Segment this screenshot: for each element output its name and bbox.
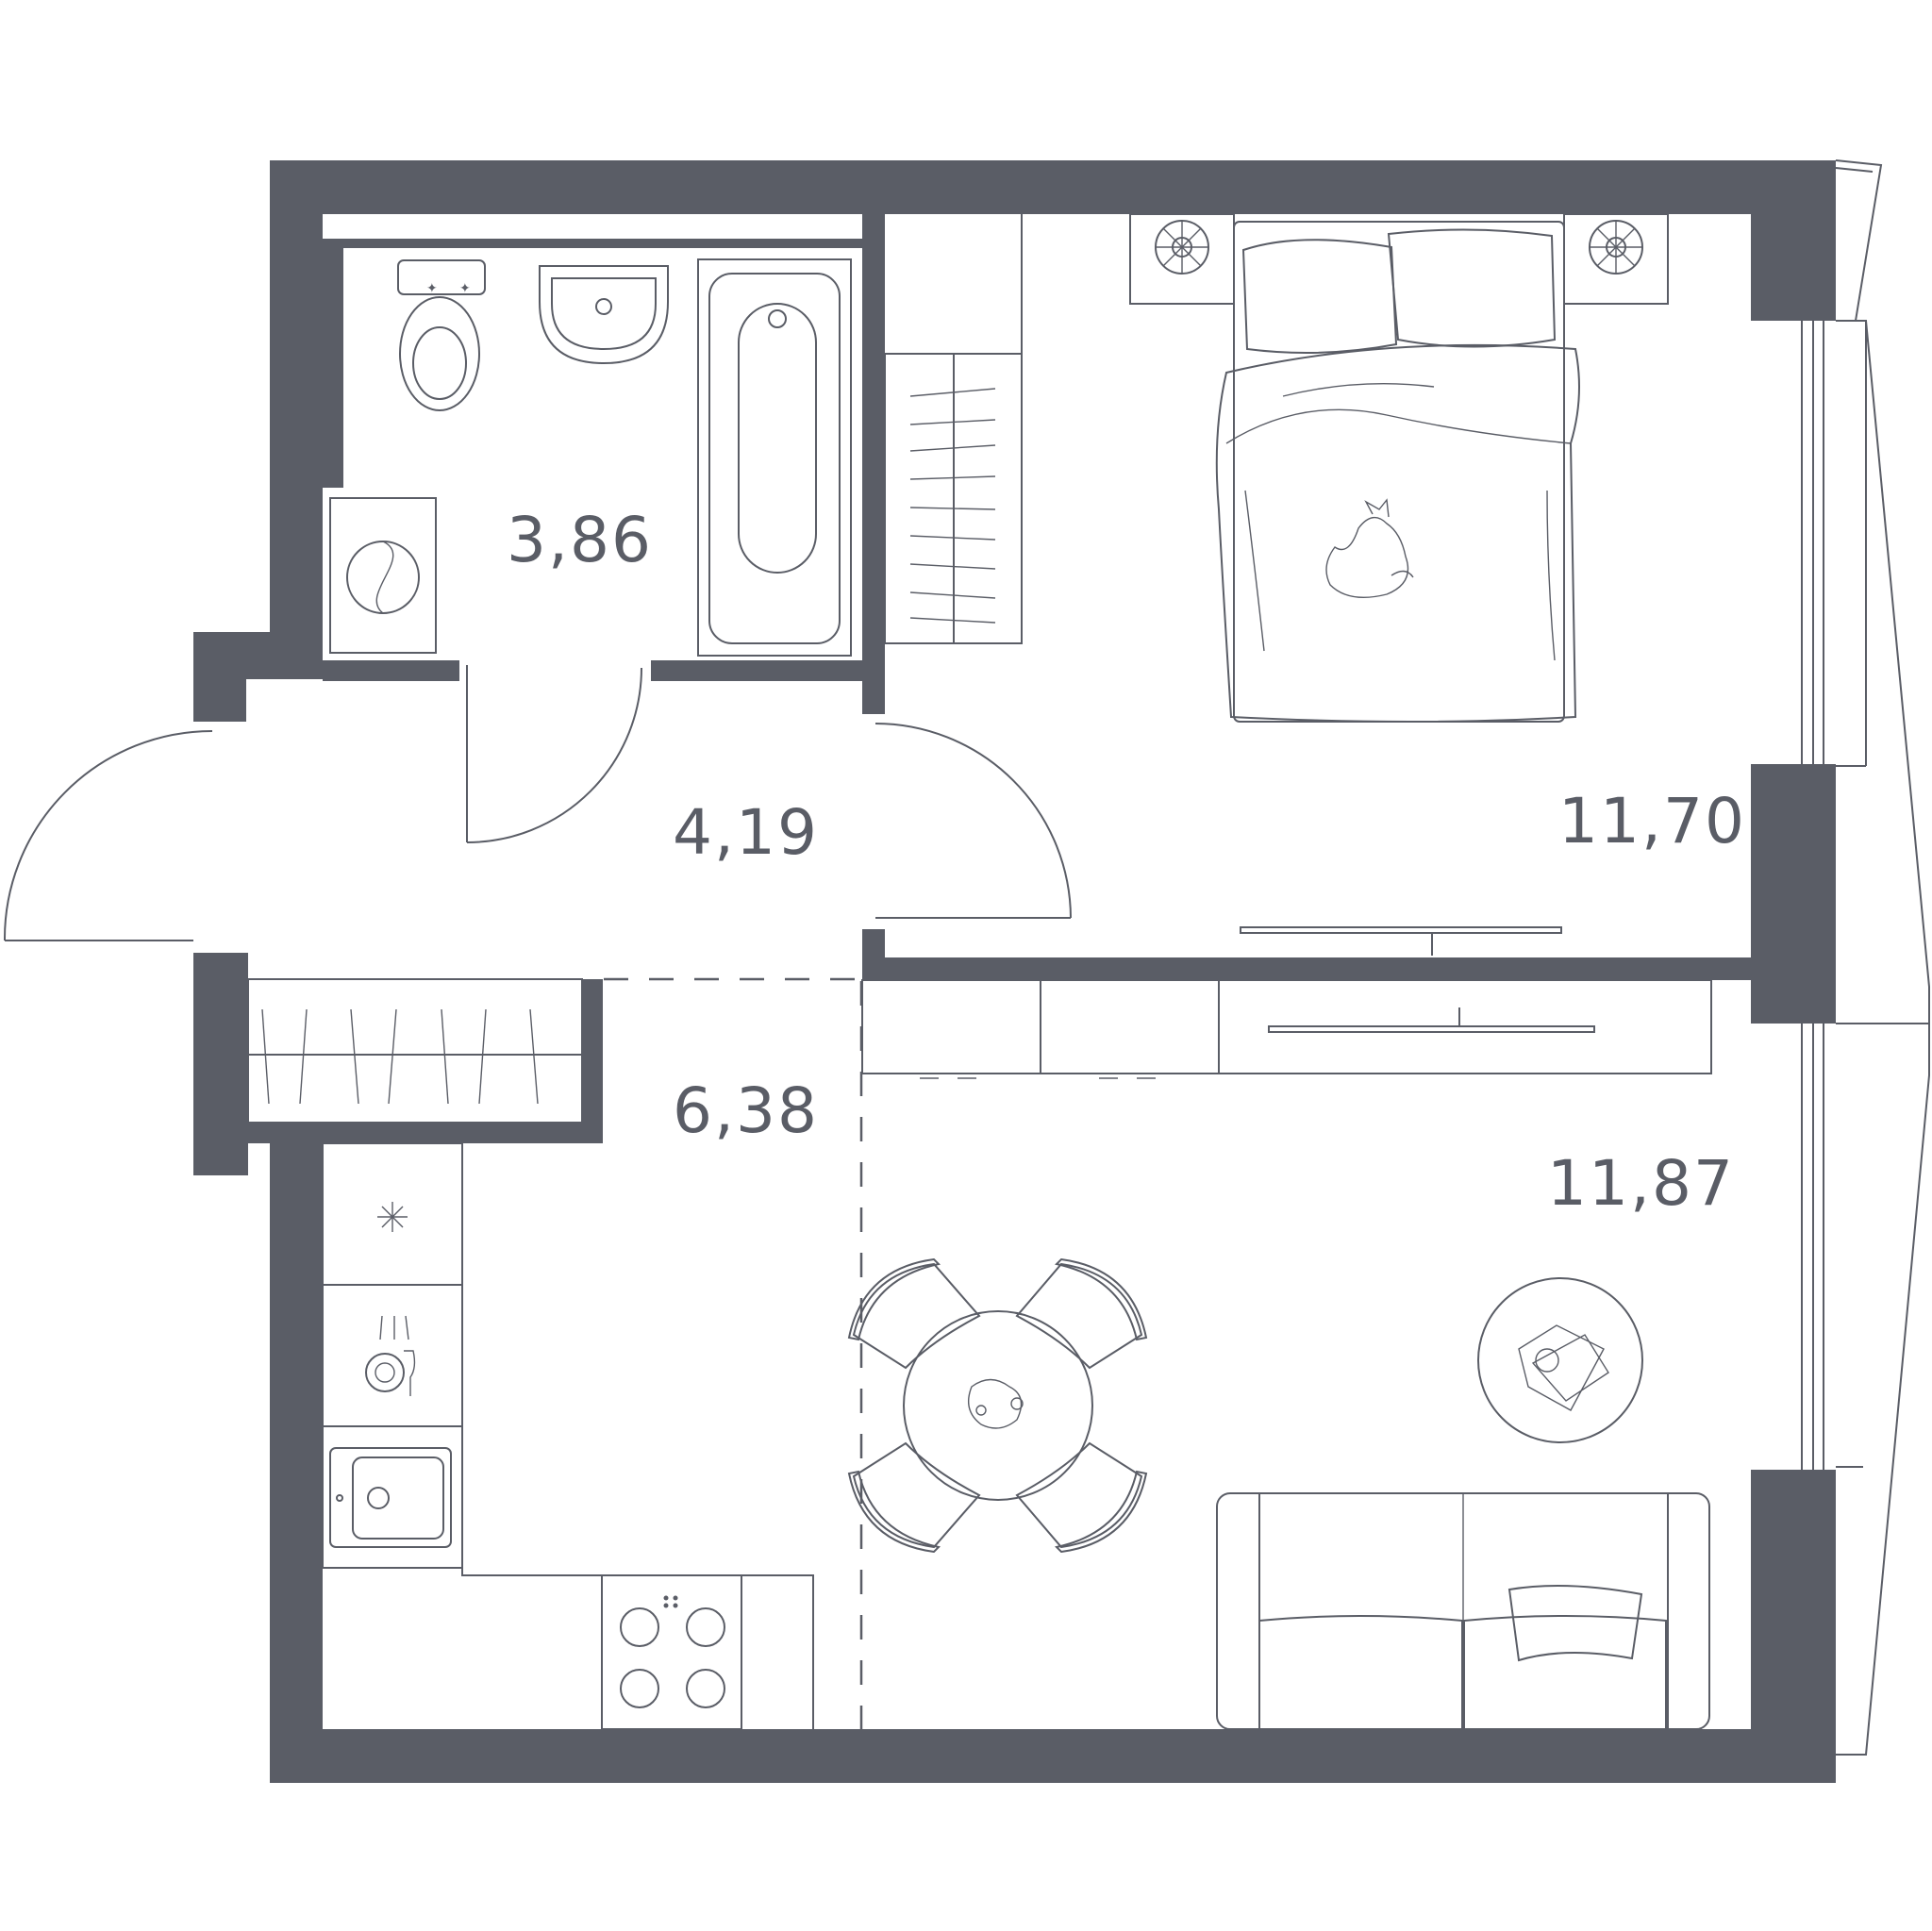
zone-dividers: [604, 977, 863, 1729]
dining-chair-icon: [847, 1257, 981, 1370]
area-label-bedroom: 11,70: [1558, 785, 1746, 857]
area-labels: 3,86 4,19 11,70 6,38 11,87: [507, 504, 1746, 1220]
cooktop-icon: [601, 1574, 742, 1730]
closet-icon: [247, 978, 583, 1124]
dining-chair-icon: [1015, 1441, 1148, 1554]
dining-chair-icon: [847, 1441, 981, 1554]
window-frames: [1801, 159, 1930, 1756]
dishwasher-icon: [365, 1315, 416, 1396]
coffee-table-icon: [1477, 1277, 1643, 1443]
kitchen-counter: [322, 1142, 814, 1729]
toilet-icon: ✦ ✦: [397, 259, 486, 411]
area-label-corridor: 6,38: [673, 1074, 819, 1147]
sink-icon: [329, 1447, 452, 1548]
svg-text:✦: ✦: [459, 281, 471, 296]
area-label-living-kitchen: 11,87: [1547, 1147, 1735, 1220]
area-label-hallway: 4,19: [673, 796, 819, 869]
bed-icon: [1215, 221, 1580, 723]
doors: [3, 665, 1072, 941]
svg-text:✦: ✦: [426, 281, 438, 296]
nightstand-lamp-icon: [1563, 213, 1669, 305]
freezer-icon: [377, 1202, 408, 1232]
bathtub-icon: [697, 258, 852, 657]
sofa-icon: [1216, 1492, 1710, 1730]
walls: [193, 160, 1836, 1783]
washbasin-icon: [539, 265, 669, 365]
dining-table-icon: [903, 1310, 1093, 1501]
wardrobe-icon: [884, 214, 1023, 644]
tv-icon: [1240, 926, 1562, 956]
area-label-bathroom: 3,86: [507, 504, 653, 576]
washing-machine-icon: [329, 497, 437, 654]
cat-icon: [1325, 498, 1414, 599]
media-cabinet-icon: [861, 979, 1712, 1079]
nightstand-lamp-icon: [1129, 213, 1235, 305]
dining-chair-icon: [1015, 1257, 1148, 1370]
